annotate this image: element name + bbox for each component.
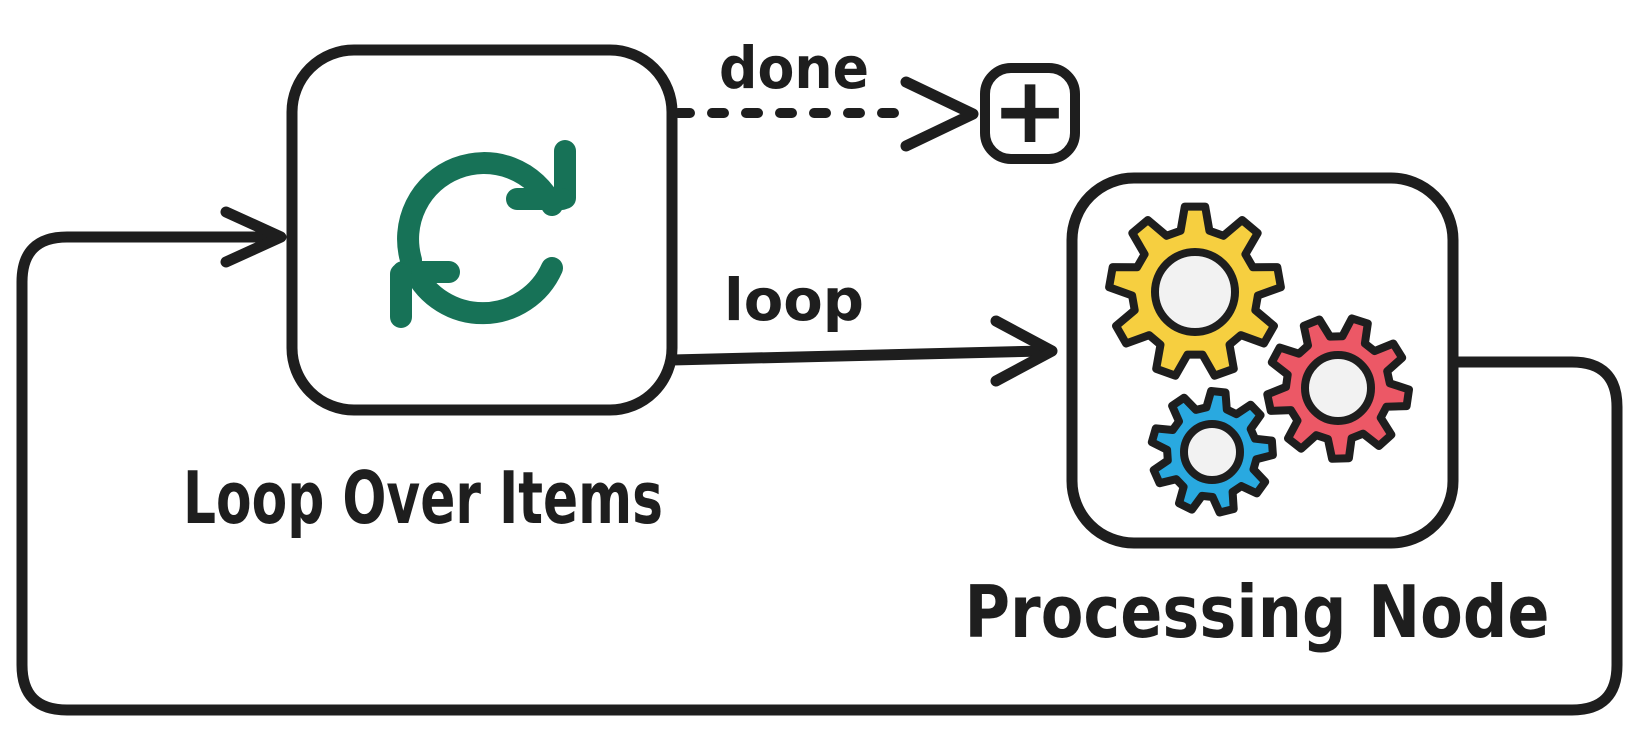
arrowhead-done [900,76,979,152]
loop-node-label: Loop Over Items [183,456,663,540]
gear-icon-blue [1147,387,1277,517]
arrowhead-loop [990,315,1058,387]
node-add[interactable]: + [980,57,1080,164]
loop-node-body[interactable] [286,44,678,416]
plus-icon[interactable]: + [991,57,1068,164]
arrowhead-into-loop-node [220,206,287,268]
gear-icon-red [1263,314,1413,463]
gear-icon-yellow [1105,202,1285,380]
edge-loop-line [666,345,1050,366]
gear-icon-yellow-hole [1151,248,1239,336]
node-loop-over-items[interactable]: Loop Over Items [183,44,678,540]
edge-feedback-path [16,231,1623,716]
gear-icon-blue-hole [1180,420,1244,484]
sync-refresh-icon [390,140,576,328]
processing-node-label: Processing Node [965,570,1550,654]
node-processing[interactable]: Processing Node [965,172,1550,654]
edge-feedback [16,206,1623,716]
add-node-body[interactable] [980,63,1080,164]
edge-label-done: done [719,34,869,102]
edge-loop: loop [666,266,1058,387]
gear-icon-red-hole [1301,351,1375,425]
gears-icon [1105,202,1413,517]
edge-done: done [673,34,979,152]
edge-label-loop: loop [724,266,864,334]
